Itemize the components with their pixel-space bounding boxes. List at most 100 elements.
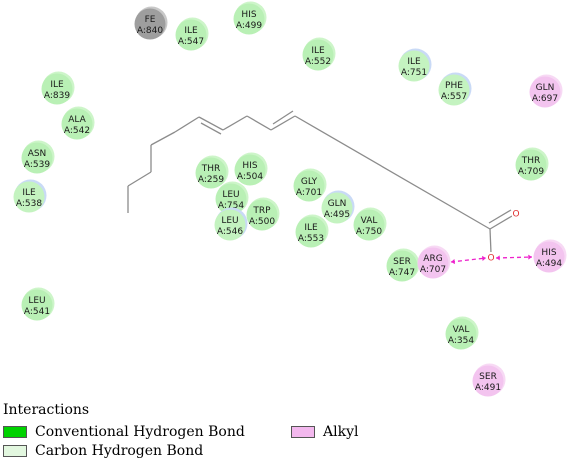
residue-name: ALA (68, 115, 86, 125)
residue-disc (234, 154, 266, 186)
residue-disc (438, 74, 470, 106)
residue-disc (398, 50, 430, 82)
residue-disc (533, 241, 565, 273)
residue-id: A:547 (178, 37, 204, 47)
legend-label-alkyl: Alkyl (323, 424, 359, 440)
interaction-arrowhead (451, 259, 455, 265)
residue-name: GLN (328, 199, 347, 209)
residue-disc (472, 365, 504, 397)
residue-name: LEU (221, 216, 238, 226)
ligand-double-bond (272, 110, 294, 125)
residue-name: LEU (28, 296, 45, 306)
residue-name: ILE (407, 57, 421, 67)
residue-id: A:538 (16, 199, 42, 209)
residue-id: A:751 (401, 68, 427, 78)
residue-disc (21, 289, 53, 321)
interaction-line (495, 256, 533, 259)
residue-name: HIS (241, 10, 256, 20)
residue-name: THR (521, 156, 541, 166)
residue-id: A:709 (518, 167, 544, 177)
residue-name: GLN (536, 83, 555, 93)
residue-name: ILE (304, 223, 318, 233)
ligand-bond (127, 171, 152, 187)
residue-id: A:541 (24, 307, 50, 317)
ligand-bond (198, 116, 224, 131)
residue-disc (353, 209, 385, 241)
legend-swatch-conventional (3, 426, 27, 438)
residue-id: A:500 (249, 217, 275, 227)
interaction-line (450, 257, 487, 263)
residue-id: A:491 (475, 383, 501, 393)
residue-disc (302, 39, 334, 71)
residue-id: A:553 (298, 234, 324, 244)
residue-id: A:697 (532, 94, 558, 104)
residue-disc (175, 19, 207, 51)
residue-name: LEU (222, 190, 239, 200)
residue-id: A:546 (217, 227, 243, 237)
residue-disc (445, 318, 477, 350)
interaction-lines (450, 254, 533, 265)
residue-disc (215, 183, 247, 215)
residue-id: A:495 (324, 210, 350, 220)
residue-id: A:707 (420, 265, 446, 275)
residue-disc (321, 192, 353, 224)
ligand-bond (246, 115, 272, 131)
legend-label-conventional: Conventional Hydrogen Bond (35, 424, 245, 440)
residue-disc (529, 76, 561, 108)
residue-id: A:552 (305, 57, 331, 67)
residue-name: ARG (423, 254, 442, 264)
residue-name: ILE (22, 188, 36, 198)
oxygen-atom-label: O (512, 210, 519, 220)
interaction-arrowhead (496, 255, 500, 261)
interaction-arrowhead (482, 255, 486, 261)
ligand-bond (174, 116, 200, 133)
ligand-double-bond (488, 209, 512, 224)
legend-swatch-alkyl (291, 426, 315, 438)
residue-id: A:504 (237, 172, 263, 182)
atom-backdrop (487, 252, 495, 261)
residue-disc (41, 73, 73, 105)
residue-name: VAL (361, 216, 378, 226)
residue-id: A:494 (536, 259, 562, 269)
residue-disc (295, 216, 327, 248)
residue-name: FE (145, 15, 156, 25)
residue-disc (515, 149, 547, 181)
residue-disc (61, 108, 93, 140)
residue-disc (233, 3, 265, 35)
legend-title: Interactions (3, 402, 90, 418)
residue-name: HIS (242, 161, 257, 171)
residue-name: PHE (445, 81, 463, 91)
residue-disc (214, 209, 246, 241)
legend: Interactions Conventional Hydrogen Bond … (0, 402, 571, 460)
residue-name: ASN (28, 149, 47, 159)
residue-fe-a840: FEA:840 (134, 6, 168, 40)
legend-item-conventional: Conventional Hydrogen Bond (3, 424, 245, 440)
ligand-structure (127, 110, 513, 254)
residue-name: ILE (184, 26, 198, 36)
residue-disc (246, 199, 278, 231)
ligand-bond (489, 215, 513, 230)
residue-id: A:840 (137, 26, 163, 36)
residue-disc (21, 142, 53, 174)
